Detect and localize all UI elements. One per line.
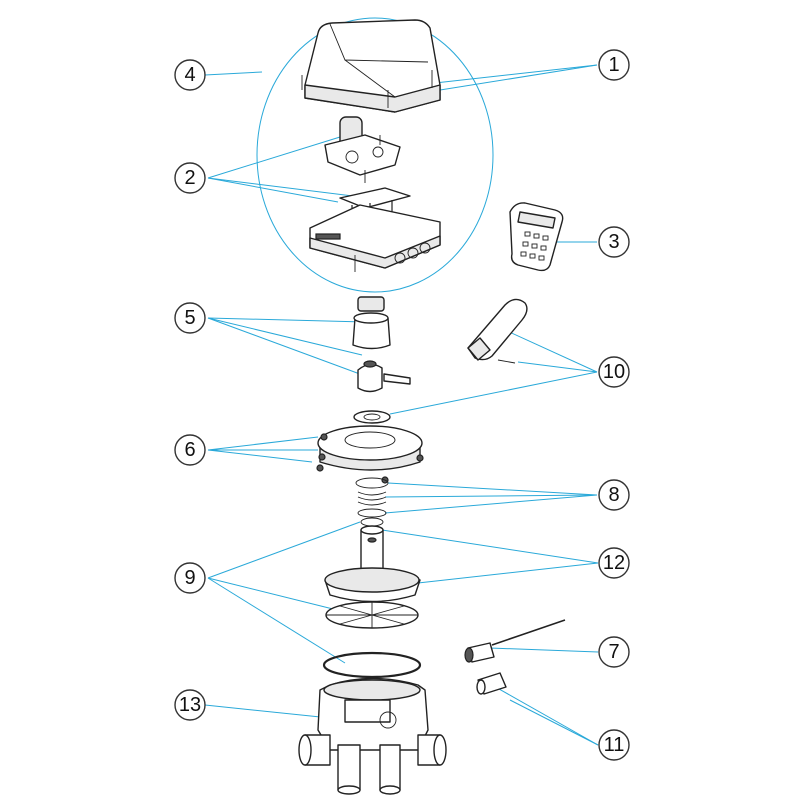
part-sensor [464, 619, 566, 663]
callout-9-label: 9 [184, 567, 195, 589]
callout-13-label: 13 [179, 694, 201, 716]
callout-2: 2 [174, 162, 206, 194]
part-rotor [324, 525, 421, 603]
part-remote-control [509, 202, 564, 272]
part-actuator-coupling [352, 296, 411, 393]
leader-13 [204, 704, 331, 719]
callout-7-label: 7 [608, 641, 619, 663]
callout-10-label: 10 [603, 361, 625, 383]
callout-12: 12 [598, 547, 630, 579]
leader-5b [207, 317, 363, 356]
callout-1: 1 [598, 49, 630, 81]
leader-5a [207, 317, 366, 323]
callout-13: 13 [174, 689, 206, 721]
callout-3: 3 [598, 226, 630, 258]
leader-7 [489, 647, 599, 653]
callout-5: 5 [174, 302, 206, 334]
leader-10b [517, 361, 598, 373]
leader-12a [381, 529, 599, 564]
callout-5-label: 5 [184, 307, 195, 329]
part-valve-body [298, 677, 447, 795]
callout-1-label: 1 [608, 54, 619, 76]
callout-4: 4 [174, 59, 206, 91]
callout-10: 10 [598, 356, 630, 388]
part-fitting [476, 672, 507, 695]
leader-lines [204, 17, 599, 746]
callout-11-label: 11 [604, 734, 625, 756]
callout-12-label: 12 [603, 552, 625, 574]
part-top-washer [353, 410, 391, 424]
callout-8-label: 8 [608, 484, 619, 506]
callout-2-label: 2 [184, 167, 195, 189]
leader-2a [207, 136, 341, 179]
callout-8: 8 [598, 479, 630, 511]
callout-11: 11 [598, 729, 630, 761]
part-handle [467, 298, 528, 364]
leader-8a [387, 482, 598, 496]
remote-keypad [520, 231, 549, 261]
leader-6a [207, 436, 319, 451]
leader-9b [207, 577, 346, 613]
part-orings-spring [355, 477, 389, 518]
leader-2b [207, 177, 339, 203]
part-motor-board [309, 116, 441, 272]
callout-6: 6 [174, 434, 206, 466]
leader-8b [384, 494, 598, 498]
part-cover [301, 19, 441, 113]
callout-9: 9 [174, 562, 206, 594]
leader-9a [207, 521, 361, 579]
leader-1a [434, 64, 598, 84]
assembly-4-outline [256, 17, 494, 293]
leader-9c [207, 577, 346, 664]
leader-12b [399, 562, 599, 586]
leader-4 [204, 71, 263, 76]
callout-6-label: 6 [184, 439, 195, 461]
leader-5c [207, 317, 369, 378]
leader-8c [384, 494, 598, 514]
leader-6c [207, 449, 313, 463]
part-top-cover [316, 425, 424, 484]
callout-7: 7 [598, 636, 630, 668]
leader-10a [504, 329, 598, 373]
leader-11a [491, 684, 599, 746]
part-gaskets [322, 517, 422, 679]
callout-4-label: 4 [184, 64, 195, 86]
leader-10c [389, 371, 598, 415]
leader-11b [509, 699, 599, 746]
callout-3-label: 3 [608, 231, 619, 253]
